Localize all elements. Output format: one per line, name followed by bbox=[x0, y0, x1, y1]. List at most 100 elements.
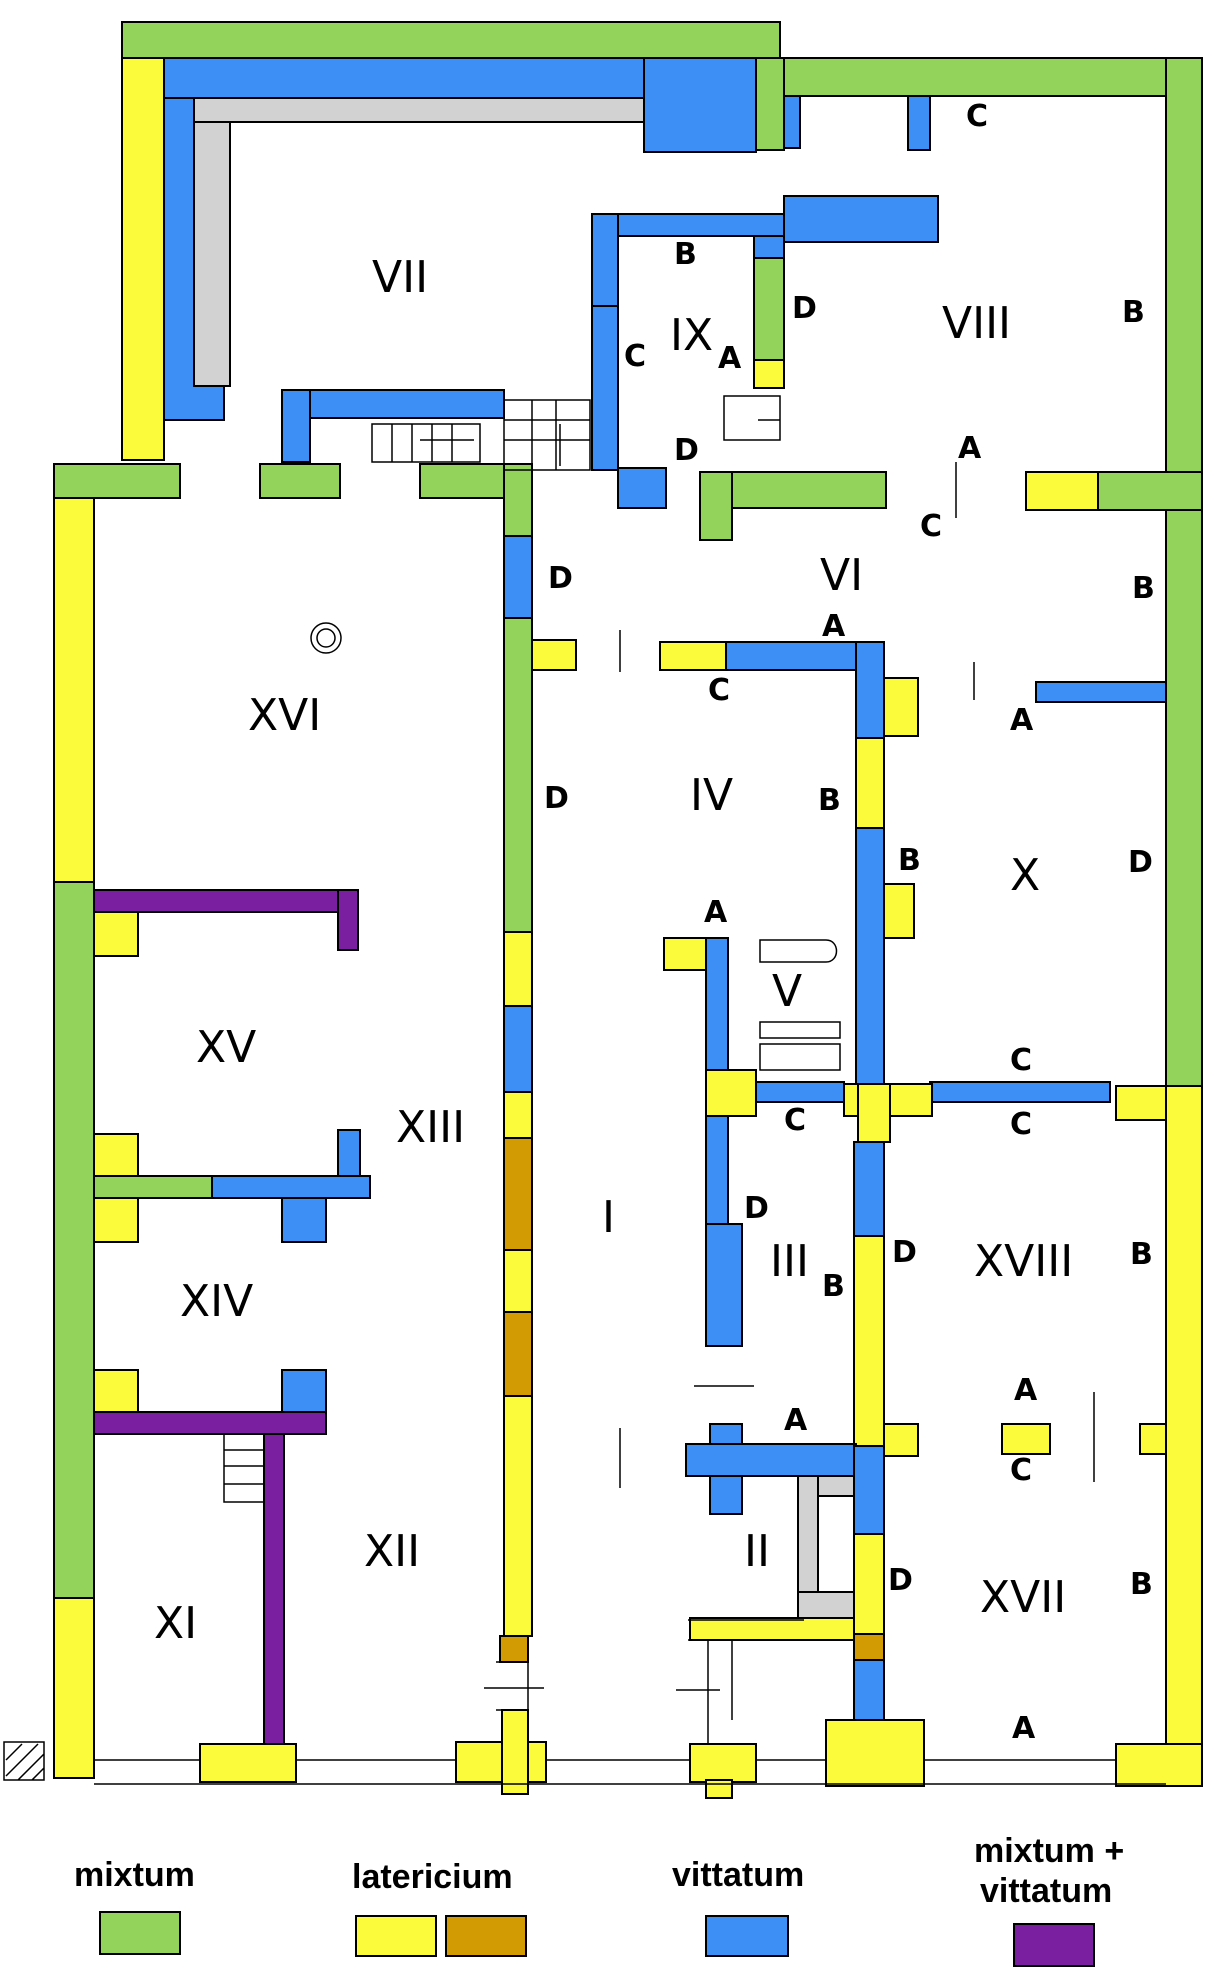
walls-room-viii bbox=[699, 57, 1203, 541]
spine-lat-4 bbox=[503, 1395, 533, 1637]
room-label: XII bbox=[364, 1526, 420, 1577]
wall-letter: B bbox=[898, 843, 921, 878]
wall-right-vit bbox=[753, 235, 785, 259]
wall-left-lat-top bbox=[53, 497, 95, 883]
room-label: XV bbox=[196, 1022, 256, 1073]
spine-lat-1 bbox=[503, 931, 533, 1007]
iii-right-lat bbox=[853, 1235, 885, 1447]
iv-top-lat bbox=[659, 641, 727, 671]
wall-letter: C bbox=[624, 339, 646, 374]
wall-xiv-lat-1 bbox=[93, 1197, 139, 1243]
legend-swatch-mixtum-vittatum bbox=[1013, 1923, 1095, 1967]
room-label: XIII bbox=[396, 1102, 465, 1153]
wall-left-latericium bbox=[121, 57, 165, 461]
wall-xiv-vit-2 bbox=[281, 1369, 327, 1413]
wall-letter: D bbox=[548, 561, 573, 596]
spine-ochre-1 bbox=[503, 1137, 533, 1251]
wall-letter: A bbox=[1010, 703, 1034, 738]
well-outer bbox=[310, 622, 342, 654]
wall-top-mixtum-a bbox=[53, 463, 181, 499]
room-label: V bbox=[772, 966, 802, 1017]
wall-xv-lat-1 bbox=[93, 911, 139, 957]
wall-left-vit-lower bbox=[591, 305, 619, 471]
wall-letter: D bbox=[888, 1563, 913, 1598]
walls-room-ix bbox=[591, 213, 785, 509]
v-left-lat bbox=[663, 937, 707, 971]
room-label: II bbox=[744, 1526, 770, 1577]
room-label: VI bbox=[820, 550, 863, 601]
wall-bottom-mixtum bbox=[1097, 471, 1203, 511]
wall-vit-1 bbox=[783, 95, 801, 149]
wall-top-mixtum bbox=[755, 57, 1203, 97]
room-label: VII bbox=[372, 252, 428, 303]
bottom-lat-mid bbox=[689, 1743, 757, 1783]
legend-swatch-vittatum bbox=[705, 1915, 789, 1957]
well-inner bbox=[316, 628, 336, 648]
room-label: VIII bbox=[942, 298, 1011, 349]
wall-left-mixtum bbox=[53, 881, 95, 1599]
x-top-vit bbox=[1035, 681, 1167, 703]
wall-letter: B bbox=[1132, 571, 1155, 606]
wall-xiv-bottom bbox=[93, 1411, 327, 1435]
x-bottom-vit bbox=[929, 1081, 1111, 1103]
wall-vit-2 bbox=[907, 95, 931, 151]
junction-lat-stem bbox=[857, 1083, 891, 1143]
wall-vittatum-block bbox=[643, 57, 757, 153]
wall-stair-vittatum bbox=[281, 389, 505, 419]
wall-top-mixtum bbox=[121, 21, 781, 59]
stair-4 bbox=[688, 1619, 804, 1744]
wall-right-room-v-sink bbox=[759, 1021, 841, 1071]
ii-right-lat-foot bbox=[825, 1719, 925, 1787]
wall-stair-vittatum-l bbox=[281, 389, 311, 463]
wall-letter: C bbox=[1010, 1043, 1032, 1078]
wall-letter: B bbox=[1130, 1567, 1153, 1602]
wall-bottom-vit bbox=[617, 467, 667, 509]
iii-right-vit bbox=[853, 1141, 885, 1237]
iv-right-lat bbox=[855, 737, 885, 829]
wall-letter: C bbox=[920, 509, 942, 544]
wall-left-lat-bottom bbox=[53, 1597, 95, 1779]
ii-right-lat bbox=[853, 1533, 885, 1635]
legend-label-mixtum: mixtum bbox=[74, 1856, 195, 1894]
spine-ochre-2 bbox=[503, 1311, 533, 1397]
stair-2 bbox=[503, 399, 591, 471]
door-2 bbox=[496, 1661, 529, 1711]
iv-right-vit-2 bbox=[855, 827, 885, 1085]
wall-letter: A bbox=[1014, 1373, 1038, 1408]
wall-letter: A bbox=[958, 431, 982, 466]
wall-right-mixtum bbox=[753, 257, 785, 361]
xviii-bottom-lat bbox=[883, 1423, 919, 1457]
wall-letter: A bbox=[822, 609, 846, 644]
wall-letter: B bbox=[1130, 1237, 1153, 1272]
door-1 bbox=[723, 395, 781, 441]
room-label: XVIII bbox=[974, 1236, 1073, 1287]
wall-bottom-lat bbox=[1025, 471, 1099, 511]
room-label: X bbox=[1010, 850, 1040, 901]
wall-xv-bottom-vit bbox=[211, 1175, 371, 1199]
wall-top-vit bbox=[591, 213, 785, 237]
vi-lat-l bbox=[531, 639, 577, 671]
xviii-bottom-lat-2 bbox=[1001, 1423, 1051, 1455]
iv-right-vit bbox=[855, 641, 885, 739]
ii-right-vit bbox=[853, 1445, 885, 1535]
legend-swatch-mixtum bbox=[99, 1911, 181, 1955]
wall-letter: C bbox=[1010, 1107, 1032, 1142]
wall-letter: B bbox=[1122, 295, 1145, 330]
v-left-vit bbox=[705, 937, 729, 1071]
legend: mixtum latericium vittatum mixtum + vitt… bbox=[74, 1832, 1124, 1967]
bottom-edge bbox=[94, 1759, 1166, 1785]
wall-letter: C bbox=[966, 99, 988, 134]
ii-lat-top bbox=[689, 1617, 855, 1641]
spine-lat-foot-stem bbox=[501, 1709, 529, 1795]
wall-letter: A bbox=[704, 895, 728, 930]
room-label: XIV bbox=[180, 1276, 253, 1327]
wall-top-mixtum-d bbox=[503, 463, 533, 537]
wall-right-lat bbox=[753, 359, 785, 389]
stairs-and-thresholds bbox=[3, 395, 1166, 1785]
spine-vit-1 bbox=[503, 535, 533, 619]
room-labels: VII VIII IX VI XVI IV X V XV XIII I III … bbox=[154, 252, 1073, 1649]
x-left-lat bbox=[883, 883, 915, 939]
wall-xv-lat-2 bbox=[93, 1133, 139, 1177]
spine-ochre-3 bbox=[499, 1635, 529, 1663]
